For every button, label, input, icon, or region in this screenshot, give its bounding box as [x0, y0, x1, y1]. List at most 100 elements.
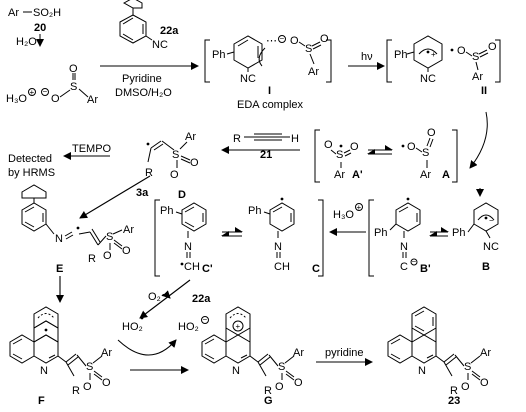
- hat-arrow: [117, 339, 177, 356]
- condition-solvent: DMSO/H₂O: [115, 87, 172, 99]
- svg-text:O: O: [457, 45, 466, 57]
- svg-text:S: S: [70, 81, 77, 93]
- svg-text:Ar: Ar: [185, 131, 196, 143]
- svg-text:−: −: [203, 315, 208, 324]
- svg-text:O: O: [350, 141, 359, 153]
- svg-text:C: C: [312, 263, 320, 275]
- svg-text:Ph: Ph: [374, 227, 387, 239]
- svg-text:N: N: [274, 241, 282, 253]
- svg-text:Ar: Ar: [420, 169, 431, 181]
- radical-pair-II: Ph + NC O S O Ar II: [386, 35, 501, 97]
- svg-text:R: R: [88, 253, 96, 265]
- svg-text:O: O: [51, 93, 60, 105]
- svg-text:21: 21: [260, 149, 272, 161]
- svg-text:E: E: [56, 263, 63, 275]
- svg-text:O: O: [480, 377, 489, 389]
- svg-text:+: +: [431, 50, 436, 59]
- svg-text:Ar: Ar: [101, 347, 112, 359]
- svg-text:O: O: [190, 157, 199, 169]
- arrow-C-to-HO2: [139, 279, 191, 319]
- svg-text:Ar: Ar: [293, 347, 304, 359]
- condition-pyridine: Pyridine: [122, 73, 162, 85]
- svg-text:A': A': [352, 169, 363, 181]
- svg-text:F: F: [38, 395, 45, 407]
- ho2-anion-label: HO₂: [178, 321, 199, 333]
- svg-text:N: N: [55, 233, 63, 245]
- imidoyl-radical-E: N R S Ar O O E: [21, 184, 134, 275]
- svg-text:R: R: [450, 385, 458, 397]
- regenerated-22a: 22a: [192, 293, 211, 305]
- svg-text:O: O: [427, 127, 436, 139]
- phenanthridine-radical-F: N R S Ar O O F: [9, 306, 112, 407]
- svg-text:−: −: [280, 34, 285, 43]
- svg-text:+: +: [357, 203, 362, 212]
- svg-text:⋯: ⋯: [266, 35, 277, 47]
- svg-text:C': C': [202, 263, 213, 275]
- svg-text:Ph: Ph: [248, 205, 261, 217]
- h3o-label: H₃O: [333, 209, 354, 221]
- curved-arrow-to-A: [469, 111, 488, 169]
- isocyanide-22a: NC 22a: [119, 0, 179, 51]
- intermediate-B-prime-and-B: Ph N C − B' Ph − NC B: [368, 197, 499, 277]
- svg-text:R: R: [145, 167, 153, 179]
- svg-text:Ph: Ph: [160, 205, 173, 217]
- svg-text:NC: NC: [240, 73, 256, 85]
- svg-text:Ph: Ph: [212, 49, 225, 61]
- svg-text:22a: 22a: [160, 25, 179, 37]
- svg-text:N: N: [40, 365, 48, 377]
- svg-text:Ar: Ar: [87, 94, 98, 106]
- sulfonyl-radicals: O S O Ar A' O S O Ar A: [314, 127, 458, 183]
- svg-text:NC: NC: [483, 241, 499, 253]
- ho2-radical-label: HO₂: [122, 321, 143, 333]
- svg-text:23: 23: [448, 395, 460, 407]
- svg-text:+: +: [236, 322, 241, 331]
- pyridine-label: pyridine: [325, 347, 364, 359]
- svg-text:O: O: [103, 250, 112, 262]
- radical-C-prime-and-C: Ph N CH C' Ph N CH C: [154, 197, 324, 277]
- svg-text:I: I: [268, 85, 271, 97]
- svg-text:CH: CH: [274, 261, 290, 273]
- svg-text:O: O: [83, 381, 92, 393]
- svg-text:O: O: [102, 377, 111, 389]
- svg-text:Ar: Ar: [480, 347, 491, 359]
- svg-text:Ar: Ar: [8, 7, 19, 19]
- svg-text:S: S: [472, 51, 479, 63]
- svg-text:R: R: [72, 385, 80, 397]
- svg-text:H: H: [291, 133, 299, 145]
- svg-text:O: O: [69, 63, 78, 75]
- vinyl-radical-D: R S Ar O O D: [145, 131, 199, 201]
- svg-text:Ph: Ph: [452, 227, 465, 239]
- svg-text:II: II: [481, 85, 487, 97]
- svg-text:O: O: [320, 33, 329, 45]
- svg-text:S: S: [172, 149, 179, 161]
- svg-text:H₂O: H₂O: [16, 36, 37, 48]
- svg-text:Ph: Ph: [394, 49, 407, 61]
- o2-curl: [161, 290, 171, 299]
- svg-text:NC: NC: [152, 39, 168, 51]
- svg-text:S: S: [305, 43, 312, 55]
- svg-text:G: G: [264, 395, 273, 407]
- svg-text:S: S: [422, 147, 429, 159]
- svg-text:+: +: [30, 88, 35, 97]
- svg-text:B': B': [420, 263, 431, 275]
- svg-text:O: O: [488, 41, 497, 53]
- svg-text:−: −: [43, 87, 48, 96]
- svg-text:S: S: [86, 361, 93, 373]
- hrms-label: by HRMS: [8, 167, 55, 179]
- product-23: N R S Ar O O 23: [387, 306, 491, 407]
- svg-text:Ar: Ar: [123, 224, 134, 236]
- svg-text:O: O: [461, 381, 470, 393]
- svg-text:−: −: [412, 257, 417, 266]
- svg-text:O: O: [290, 35, 299, 47]
- svg-text:S: S: [464, 361, 471, 373]
- svg-text:NC: NC: [420, 73, 436, 85]
- svg-text:N: N: [400, 241, 408, 253]
- step-3a-label: 3a: [136, 187, 149, 199]
- svg-text:EDA complex: EDA complex: [237, 99, 304, 111]
- svg-text:Ar: Ar: [308, 66, 319, 78]
- svg-text:S: S: [336, 149, 343, 161]
- svg-text:S: S: [278, 361, 285, 373]
- phenanthridinium-G: + N R S Ar O O G: [201, 306, 304, 407]
- arrow-D-to-E: [79, 175, 151, 219]
